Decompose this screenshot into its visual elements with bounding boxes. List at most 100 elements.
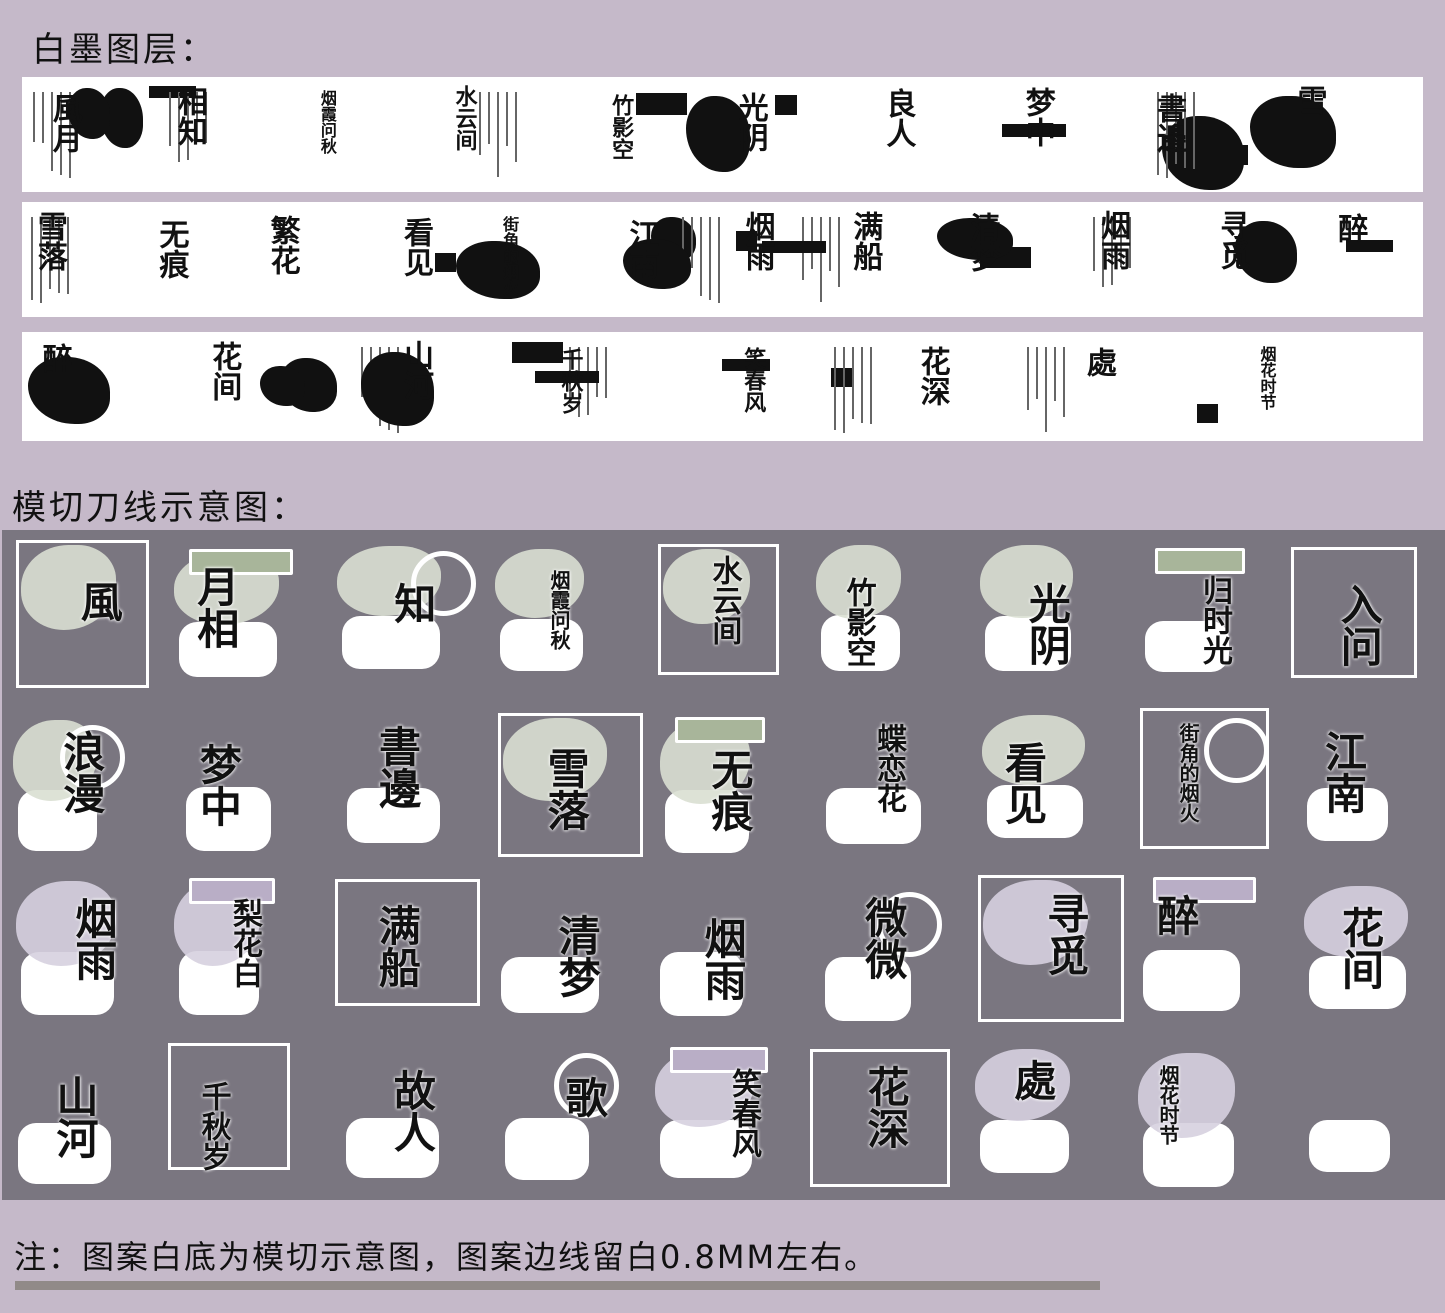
ring-ornament [60,724,126,790]
cut-frame [658,543,780,676]
text-column [68,92,71,179]
text-column [700,217,703,296]
cut-frame [16,540,150,688]
tape-strip-1: 風月相知烟霞问秋水云间竹影空光阴良人梦中書邊雪 [22,77,1423,192]
color-bar [674,717,766,744]
watercolor-wash [1304,885,1409,957]
text-column [1062,347,1065,417]
ink-splash [361,351,435,426]
cut-frame [978,875,1124,1023]
calligraphy-text: 笑春风 [740,346,767,413]
watercolor-wash [663,548,750,625]
text-column [1174,92,1177,165]
text-column [682,217,685,268]
watercolor-wash [21,545,117,631]
sticker-cutout [18,1122,112,1184]
text-column [1183,92,1186,169]
ring-ornament [554,1052,620,1118]
text-column [1044,347,1047,433]
ink-block [511,341,564,364]
calligraphy-text: 看见 [397,217,433,278]
text-column [32,92,35,143]
divider [15,1281,1100,1290]
text-column [718,217,721,304]
calligraphy-text: 千秋岁 [557,348,584,415]
sticker-cutout [1308,1120,1391,1173]
calligraphy-text: 良人 [880,87,916,148]
ink-splash [259,365,306,406]
calligraphy-text: 光阴 [1022,582,1072,667]
text-column [505,92,508,147]
ink-block [775,95,797,115]
calligraphy-text: 千秋岁 [195,1081,231,1172]
calligraphy-text: 歌 [559,1075,609,1118]
die-cut-preview-panel: 風月相知烟霞问秋水云间竹影空光阴归时光入问浪漫梦中書邊雪落无痕蝶恋花看见街角的烟… [2,530,1445,1200]
calligraphy-text: 梨花白 [227,898,263,989]
calligraphy-text: 水云间 [451,85,478,152]
calligraphy-text: 花深 [914,345,950,406]
text-column [1092,217,1095,272]
ink-splash [1234,220,1298,283]
sticker-cutout [1306,788,1388,841]
sticker-cutout [185,787,272,851]
text-column [860,347,863,424]
cut-frame [1139,707,1270,850]
calligraphy-text: 月相 [190,565,240,650]
tape-strip-2: 雪落无痕繁花看见街角的烟火江南烟雨满船清梦烟雨寻觅醉 [22,202,1423,317]
watercolor-wash [983,880,1088,965]
calligraphy-text: 烟花时节 [1156,1064,1180,1145]
sticker-cutout [347,788,440,844]
calligraphy-text: 街角的烟火 [1176,723,1201,824]
calligraphy-text: 笑春风 [725,1067,761,1158]
calligraphy-text: 雪落 [541,747,591,831]
calligraphy-text: 烟雨 [697,916,747,1001]
color-bar [189,549,294,576]
watercolor-wash [815,545,901,619]
sticker-cutout [179,622,278,677]
text-column [1035,347,1038,400]
text-column [41,92,44,144]
color-bar [1154,547,1246,574]
calligraphy-text: 書邊 [372,725,422,810]
calligraphy-text: 入问 [1334,583,1384,668]
calligraphy-text: 光阴 [732,91,768,152]
ring-ornament [1203,717,1269,783]
watercolor-wash [15,881,116,967]
tape-strip-3: 醉花间山河千秋岁笑春风花深處烟花时节 [22,332,1423,441]
ink-splash [1250,95,1336,169]
text-column [1110,217,1113,286]
sticker-cutout [825,957,911,1021]
ink-splash [28,357,110,424]
ink-splash [937,218,1014,261]
sticker-cutout [820,615,900,671]
calligraphy-text: 清梦 [964,212,1000,273]
text-column [205,92,208,144]
calligraphy-text: 寻觅 [1214,210,1250,271]
ring-ornament [411,550,477,616]
calligraphy-text: 烟霞问秋 [547,569,572,650]
text-column [1192,92,1195,170]
calligraphy-text: 書邊 [1150,93,1186,154]
calligraphy-text: 雪 [1291,85,1327,116]
text-column [828,217,831,272]
calligraphy-text: 梦中 [1019,86,1055,147]
ink-block [736,231,757,251]
text-column [39,217,42,304]
watercolor-wash [975,1049,1071,1121]
calligraphy-text: 醉 [1332,212,1368,243]
calligraphy-text: 醉 [36,343,72,374]
ring-ornament [877,891,943,957]
calligraphy-text: 花间 [206,341,242,402]
calligraphy-text: 微微 [858,896,908,981]
calligraphy-text: 浪漫 [56,730,106,815]
color-bar [188,877,276,904]
text-column [514,92,517,162]
sticker-cutout [826,787,922,845]
calligraphy-text: 處 [1080,346,1116,377]
watercolor-wash [503,717,608,801]
calligraphy-text: 江南 [623,219,659,280]
text-column [178,92,181,162]
watercolor-wash [1137,1053,1236,1139]
text-column [50,92,53,171]
watercolor-wash [981,714,1085,786]
